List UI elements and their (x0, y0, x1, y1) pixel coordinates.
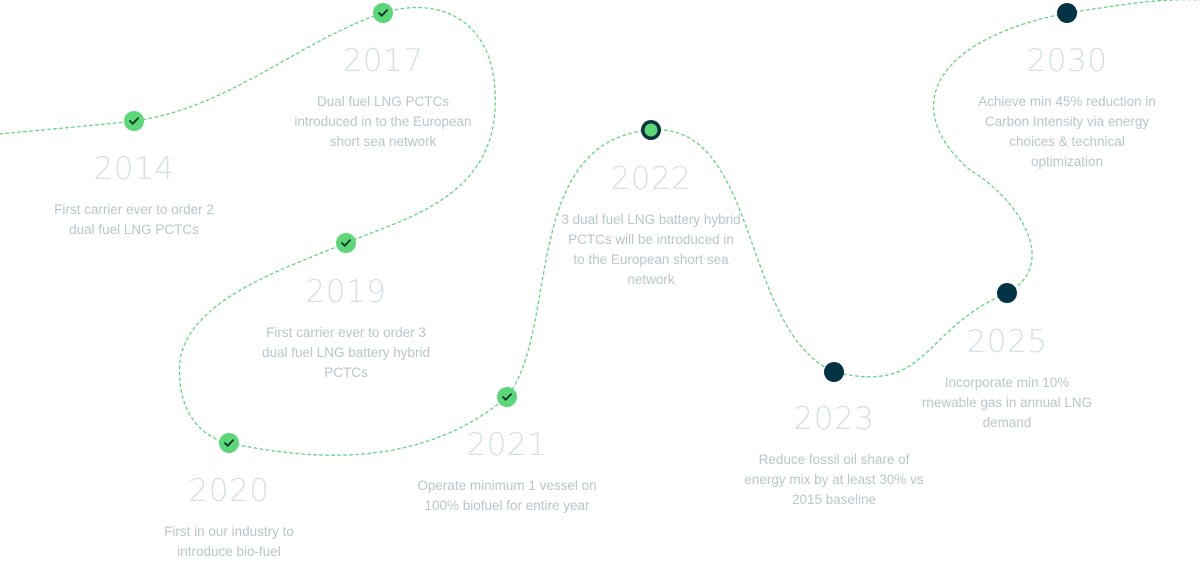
milestone-year: 2021 (466, 427, 548, 463)
check-icon (224, 439, 234, 447)
milestone-description: First carrier ever to order 3 dual fuel … (261, 325, 431, 380)
planned-dot-icon (997, 283, 1017, 303)
milestone-marker-2021 (497, 387, 517, 407)
check-icon (502, 393, 512, 401)
milestone-2022: 2022 3 dual fuel LNG battery hybrid PCTCs… (531, 160, 771, 290)
milestone-year: 2020 (188, 473, 270, 509)
check-circle-icon (124, 111, 144, 131)
milestone-description: Operate minimum 1 vessel on 100% biofuel… (417, 478, 597, 513)
milestone-description: 3 dual fuel LNG battery hybrid PCTCs wil… (561, 212, 741, 287)
milestone-description: Incorporate min 10% rnewable gas in annu… (921, 375, 1093, 430)
milestone-description: First in our industry to introduce bio-f… (164, 524, 294, 559)
planned-dot-icon (1057, 3, 1077, 23)
milestone-year: 2022 (610, 161, 692, 197)
milestone-description: Achieve min 45% reduction in Carbon Inte… (978, 94, 1156, 169)
check-circle-icon (219, 433, 239, 453)
milestone-marker-2014 (124, 111, 144, 131)
milestone-marker-2022 (641, 120, 661, 140)
planned-dot-icon (824, 362, 844, 382)
milestone-marker-2019 (336, 233, 356, 253)
check-icon (341, 239, 351, 247)
milestone-description: Dual fuel LNG PCTCs introduced in to the… (294, 94, 472, 149)
milestone-marker-2017 (373, 3, 393, 23)
check-circle-icon (336, 233, 356, 253)
milestone-year: 2025 (966, 324, 1048, 360)
check-icon (129, 117, 139, 125)
milestone-year: 2030 (1026, 43, 1108, 79)
milestone-year: 2014 (93, 151, 175, 187)
timeline-path (0, 0, 1200, 456)
milestone-year: 2019 (305, 274, 387, 310)
current-dot-icon (644, 123, 658, 137)
check-icon (378, 9, 388, 17)
milestone-marker-2025 (997, 283, 1017, 303)
milestone-description: First carrier ever to order 2 dual fuel … (54, 202, 214, 237)
milestone-year: 2023 (793, 401, 875, 437)
check-circle-icon (373, 3, 393, 23)
milestone-description: Reduce fossil oil share of energy mix by… (744, 452, 924, 507)
milestone-year: 2017 (342, 43, 424, 79)
milestone-marker-2020 (219, 433, 239, 453)
check-circle-icon (497, 387, 517, 407)
milestone-marker-2023 (824, 362, 844, 382)
milestone-marker-2030 (1057, 3, 1077, 23)
